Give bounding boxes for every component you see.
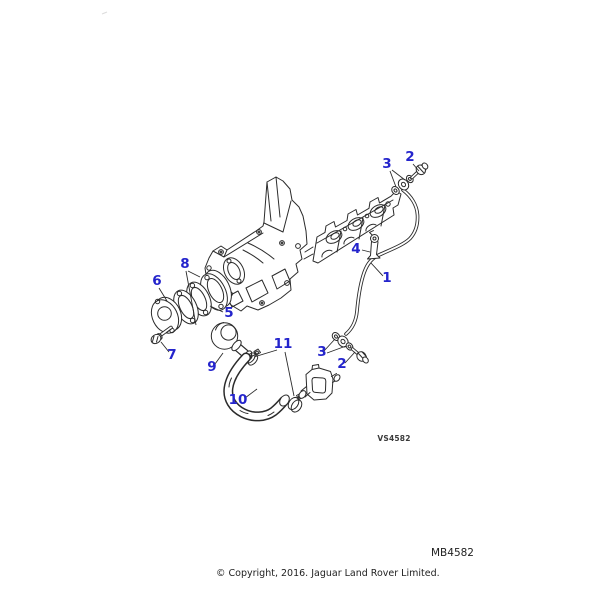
cylinder-head-drawing xyxy=(303,190,402,264)
copyright-notice: © Copyright, 2016. Jaguar Land Rover Lim… xyxy=(216,568,440,579)
connector-bracket xyxy=(298,364,341,401)
callout-11: 11 xyxy=(274,336,293,352)
figure-ref-code: MB4582 xyxy=(431,547,474,559)
flange-bolt xyxy=(150,325,173,345)
banjo-bolt-lower xyxy=(331,332,369,364)
callout-3-lower: 3 xyxy=(317,344,326,360)
front-cover-drawing xyxy=(204,176,308,312)
callout-2-upper: 2 xyxy=(405,149,414,165)
banjo-bolt-upper xyxy=(391,162,429,195)
drawing-ref-code: VS4582 xyxy=(377,434,410,443)
callout-7: 7 xyxy=(167,347,176,363)
callout-labels: 2 3 4 1 6 8 5 7 9 10 11 3 2 xyxy=(152,149,414,408)
blanking-plate xyxy=(150,296,183,334)
callout-6: 6 xyxy=(152,273,161,289)
callout-9: 9 xyxy=(207,359,216,375)
callout-2-lower: 2 xyxy=(337,356,346,372)
callout-1: 1 xyxy=(382,270,391,286)
breather-hose xyxy=(223,352,290,422)
stray-mark xyxy=(101,11,108,15)
pipe-clip xyxy=(367,230,381,260)
leader-lines xyxy=(158,163,420,399)
callout-5: 5 xyxy=(224,305,233,321)
callout-8: 8 xyxy=(180,256,189,272)
callout-10: 10 xyxy=(229,392,248,408)
callout-3-upper: 3 xyxy=(382,156,391,172)
callout-4: 4 xyxy=(351,241,360,257)
